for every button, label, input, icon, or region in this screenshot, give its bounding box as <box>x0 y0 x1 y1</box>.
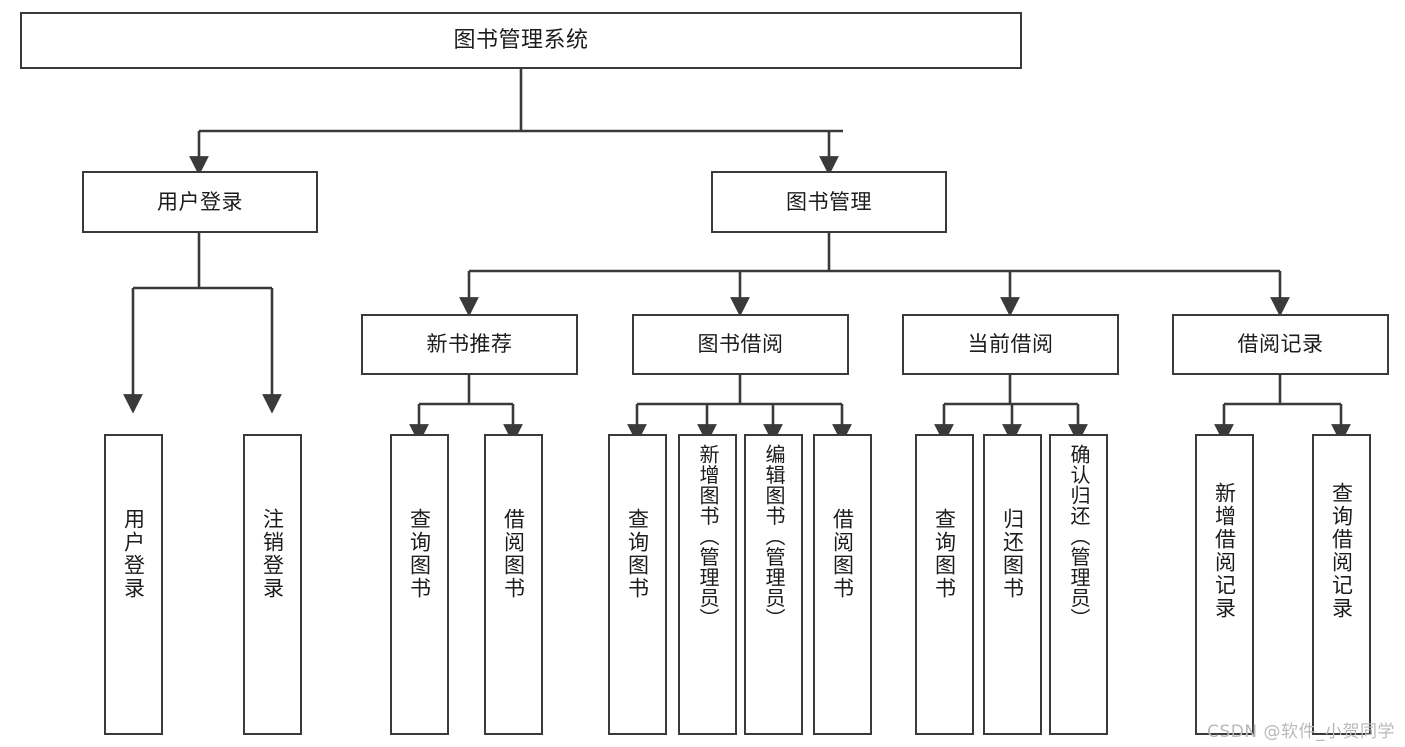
node-label: 借阅记录 <box>1237 332 1324 357</box>
node-user-login[interactable]: 用户登录 <box>82 171 318 233</box>
node-label: 查询借阅记录 <box>1329 482 1354 620</box>
leaf-new-book-borrow-book[interactable]: 借阅图书 <box>484 434 543 735</box>
node-label: 新书推荐 <box>426 332 513 357</box>
leaf-current-borrow-return-book[interactable]: 归还图书 <box>983 434 1042 735</box>
node-label: 新增图书（管理员） <box>696 444 720 629</box>
node-label: 确认归还（管理员） <box>1067 444 1091 629</box>
node-label: 图书借阅 <box>697 332 784 357</box>
leaf-new-book-query-book[interactable]: 查询图书 <box>390 434 449 735</box>
leaf-current-borrow-confirm-return-admin[interactable]: 确认归还（管理员） <box>1049 434 1108 735</box>
node-label: 用户登录 <box>157 189 243 214</box>
node-label: 当前借阅 <box>967 332 1054 357</box>
leaf-book-borrow-add-book-admin[interactable]: 新增图书（管理员） <box>678 434 737 735</box>
leaf-book-borrow-query-book[interactable]: 查询图书 <box>608 434 667 735</box>
leaf-book-borrow-borrow-book[interactable]: 借阅图书 <box>813 434 872 735</box>
node-label: 归还图书 <box>1000 508 1025 600</box>
node-label: 借阅图书 <box>501 508 526 600</box>
node-current-borrow[interactable]: 当前借阅 <box>902 314 1119 375</box>
node-book-management[interactable]: 图书管理 <box>711 171 947 233</box>
leaf-borrow-record-add-record[interactable]: 新增借阅记录 <box>1195 434 1254 735</box>
leaf-current-borrow-query-book[interactable]: 查询图书 <box>915 434 974 735</box>
node-label: 用户登录 <box>121 508 146 600</box>
node-label: 新增借阅记录 <box>1212 482 1237 620</box>
leaf-user-login-login[interactable]: 用户登录 <box>104 434 163 735</box>
node-label: 借阅图书 <box>830 508 855 600</box>
node-label: 查询图书 <box>932 508 957 600</box>
node-root-book-management-system[interactable]: 图书管理系统 <box>20 12 1022 69</box>
leaf-book-borrow-edit-book-admin[interactable]: 编辑图书（管理员） <box>744 434 803 735</box>
node-label: 查询图书 <box>407 508 432 600</box>
leaf-borrow-record-query-record[interactable]: 查询借阅记录 <box>1312 434 1371 735</box>
node-label: 注销登录 <box>260 508 285 600</box>
csdn-watermark: CSDN @软件_小贺同学 <box>1207 722 1395 742</box>
node-borrow-record[interactable]: 借阅记录 <box>1172 314 1389 375</box>
node-new-book-recommend[interactable]: 新书推荐 <box>361 314 578 375</box>
node-label: 编辑图书（管理员） <box>762 444 786 629</box>
node-label: 图书管理 <box>786 189 872 214</box>
leaf-user-login-logout[interactable]: 注销登录 <box>243 434 302 735</box>
node-book-borrow[interactable]: 图书借阅 <box>632 314 849 375</box>
node-label: 查询图书 <box>625 508 650 600</box>
node-label: 图书管理系统 <box>453 27 589 53</box>
